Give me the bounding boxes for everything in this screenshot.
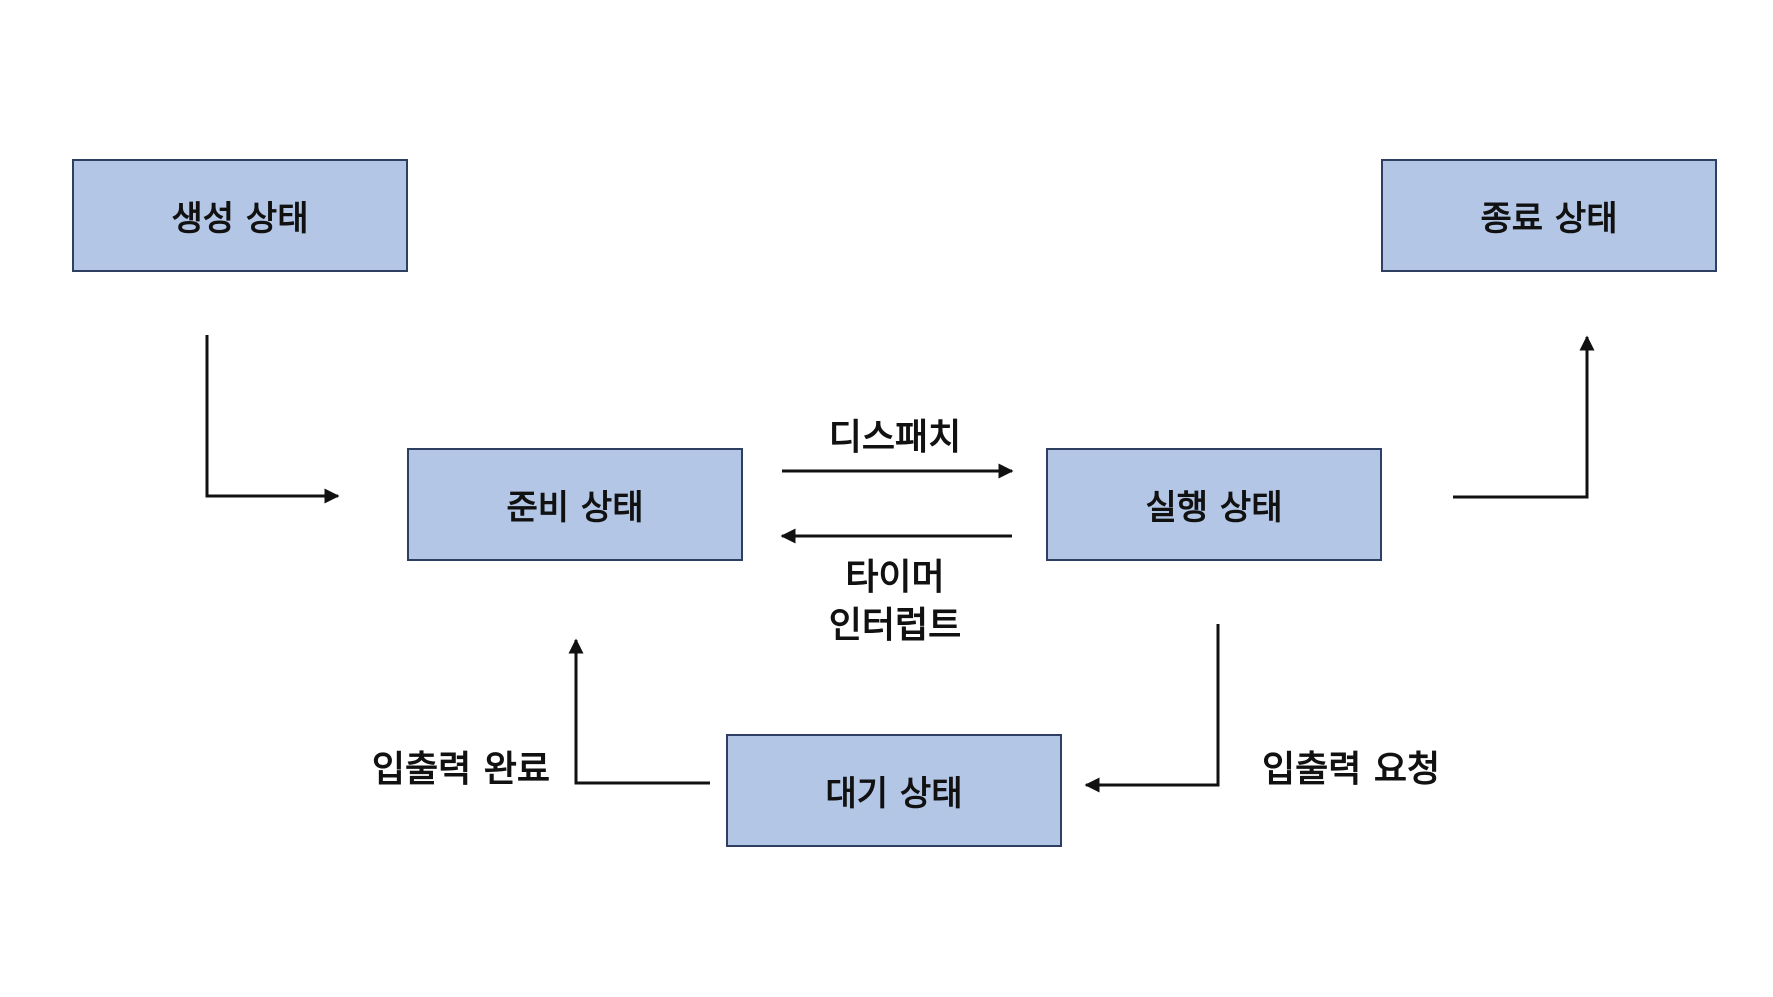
state-running: 실행 상태 (1046, 448, 1382, 561)
state-ready: 준비 상태 (407, 448, 743, 561)
arrow-created-to-ready (205, 335, 340, 504)
timer-interrupt-label-line2: 인터럽트 (828, 605, 962, 646)
state-created-label: 생성 상태 (171, 199, 309, 239)
arrow-io-request (1084, 624, 1220, 793)
dispatch-label: 디스패치 (828, 417, 962, 458)
state-terminated: 종료 상태 (1381, 159, 1717, 272)
timer-interrupt-label-line1: 타이머 (845, 557, 945, 598)
io-request-label: 입출력 요청 (1262, 749, 1441, 790)
state-running-label: 실행 상태 (1145, 488, 1283, 528)
state-created: 생성 상태 (72, 159, 408, 272)
timer-interrupt-label: 타이머 인터럽트 (795, 554, 995, 650)
state-waiting-label: 대기 상태 (825, 774, 963, 814)
state-terminated-label: 종료 상태 (1480, 199, 1618, 239)
state-ready-label: 준비 상태 (506, 488, 644, 528)
arrow-running-to-terminated (1453, 335, 1595, 499)
io-complete-label: 입출력 완료 (371, 749, 550, 790)
arrow-io-complete (568, 638, 710, 785)
state-waiting: 대기 상태 (726, 734, 1062, 847)
